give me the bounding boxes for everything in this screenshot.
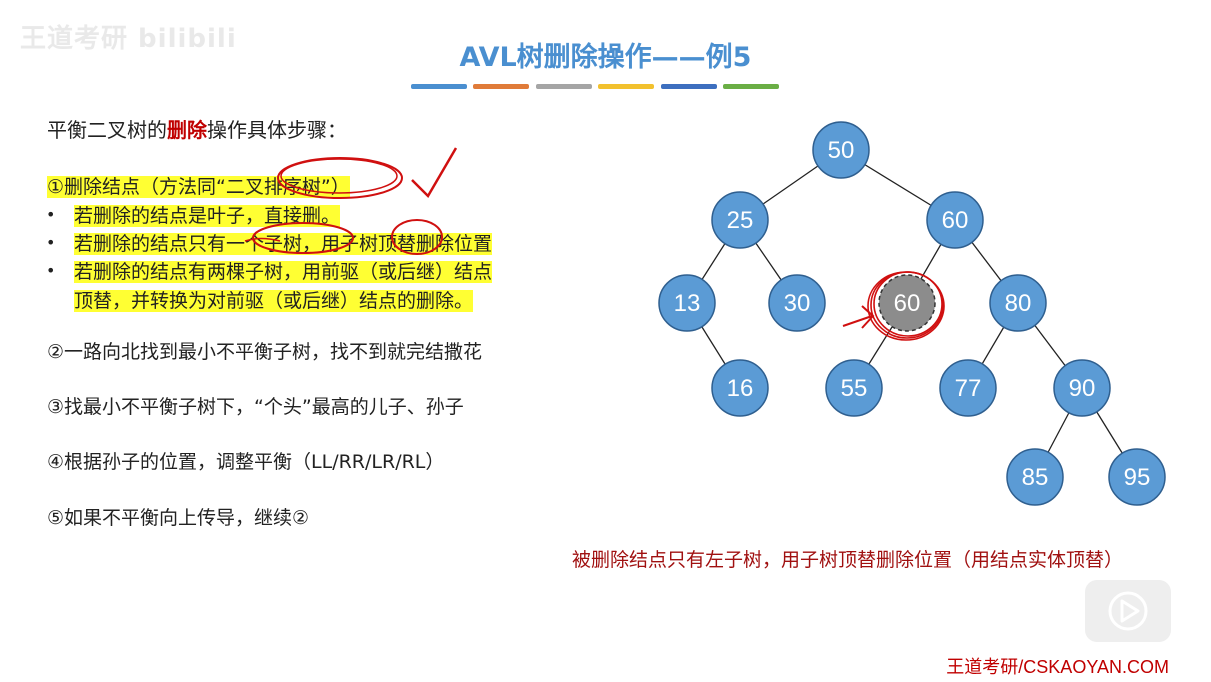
tree-node: 90 [1053, 359, 1111, 417]
bullet-dot: • [46, 233, 56, 252]
step-4: ④根据孙子的位置，调整平衡（LL/RR/LR/RL） [47, 451, 445, 473]
tree-node: 30 [768, 274, 826, 332]
tree-node-circle [812, 121, 870, 179]
tree-node-circle [939, 359, 997, 417]
tree-node: 16 [711, 359, 769, 417]
tree-node-circle [1108, 448, 1166, 506]
tree-node: 55 [825, 359, 883, 417]
tree-node-circle [825, 359, 883, 417]
step-5: ⑤如果不平衡向上传导，继续② [47, 507, 310, 529]
tree-node-label: 55 [841, 375, 868, 402]
tree-node-circle [989, 274, 1047, 332]
tree-node-label: 16 [727, 375, 754, 402]
color-bar-segment [536, 84, 592, 89]
color-bar-segment [661, 84, 717, 89]
tree-node-circle [768, 274, 826, 332]
bullet-leaf: 若删除的结点是叶子，直接删。 [74, 201, 341, 228]
play-icon [1108, 591, 1148, 631]
step-1: ①删除结点（方法同“二叉排序树”） [47, 172, 350, 199]
tree-node: 77 [939, 359, 997, 417]
tree-node-circle [658, 274, 716, 332]
tree-node: 13 [658, 274, 716, 332]
tree-node: 60 [926, 191, 984, 249]
caption-note: 被删除结点只有左子树，用子树顶替删除位置（用结点实体顶替） [572, 549, 1124, 571]
step-1-text: ①删除结点（方法同“二叉排序树”） [47, 176, 350, 198]
tree-node-circle [1053, 359, 1111, 417]
tree-node-label: 90 [1069, 375, 1096, 402]
tree-node-circle [926, 191, 984, 249]
color-bar-segment [473, 84, 529, 89]
step-3: ③找最小不平衡子树下，“个头”最高的儿子、孙子 [47, 396, 464, 418]
steps-heading: 平衡二叉树的删除操作具体步骤： [47, 114, 347, 143]
bullet-dot: • [46, 261, 56, 280]
slide-title: AVL树删除操作——例5 [459, 42, 752, 73]
tree-node: 80 [989, 274, 1047, 332]
bullet-dot: • [46, 205, 56, 224]
tree-node: 50 [812, 121, 870, 179]
footer-brand: 王道考研/CSKAOYAN.COM [946, 657, 1169, 677]
tree-node-circle [711, 191, 769, 249]
tree-node-label: 60 [942, 207, 969, 234]
heading-prefix: 平衡二叉树的 [47, 118, 167, 142]
arrow-annotation [842, 305, 875, 329]
watermark-logo: 王道考研 bilibili [20, 24, 237, 54]
bullet-two-subtrees: 若删除的结点有两棵子树，用前驱（或后继）结点 [74, 257, 493, 284]
tree-node-label: 95 [1124, 464, 1151, 491]
color-bar-segment [411, 84, 467, 89]
tree-node-circle [878, 274, 936, 332]
step-2: ②一路向北找到最小不平衡子树，找不到就完结撒花 [47, 341, 483, 363]
color-bar-segment [723, 84, 779, 89]
tree-node-label: 30 [784, 290, 811, 317]
tree-node-label: 13 [674, 290, 701, 317]
heading-red-word: 删除 [167, 118, 207, 142]
bullet-two-subtrees-text-1: 若删除的结点有两棵子树，用前驱（或后继）结点 [74, 261, 493, 283]
bullet-leaf-text: 若删除的结点是叶子，直接删。 [74, 205, 341, 227]
tree-node-circle [711, 359, 769, 417]
tree-node: 25 [711, 191, 769, 249]
tree-node-label: 50 [828, 137, 855, 164]
tree-node-label: 85 [1022, 464, 1049, 491]
play-button[interactable] [1085, 580, 1171, 642]
tree-node-label: 60 [894, 290, 921, 317]
tree-node-label: 80 [1005, 290, 1032, 317]
bullet-two-subtrees-text-2: 顶替，并转换为对前驱（或后继）结点的删除。 [74, 290, 474, 312]
tree-node-label: 25 [727, 207, 754, 234]
tree-node-circle [1006, 448, 1064, 506]
tree-node-label: 77 [955, 375, 982, 402]
heading-suffix: 操作具体步骤： [207, 118, 347, 142]
deleted-tree-node: 60 [878, 274, 936, 332]
color-bar-segment [598, 84, 654, 89]
scribble-circle-annotation [867, 271, 945, 341]
bullet-two-subtrees-cont: 顶替，并转换为对前驱（或后继）结点的删除。 [74, 286, 474, 313]
tree-node: 95 [1108, 448, 1166, 506]
tree-node: 85 [1006, 448, 1064, 506]
